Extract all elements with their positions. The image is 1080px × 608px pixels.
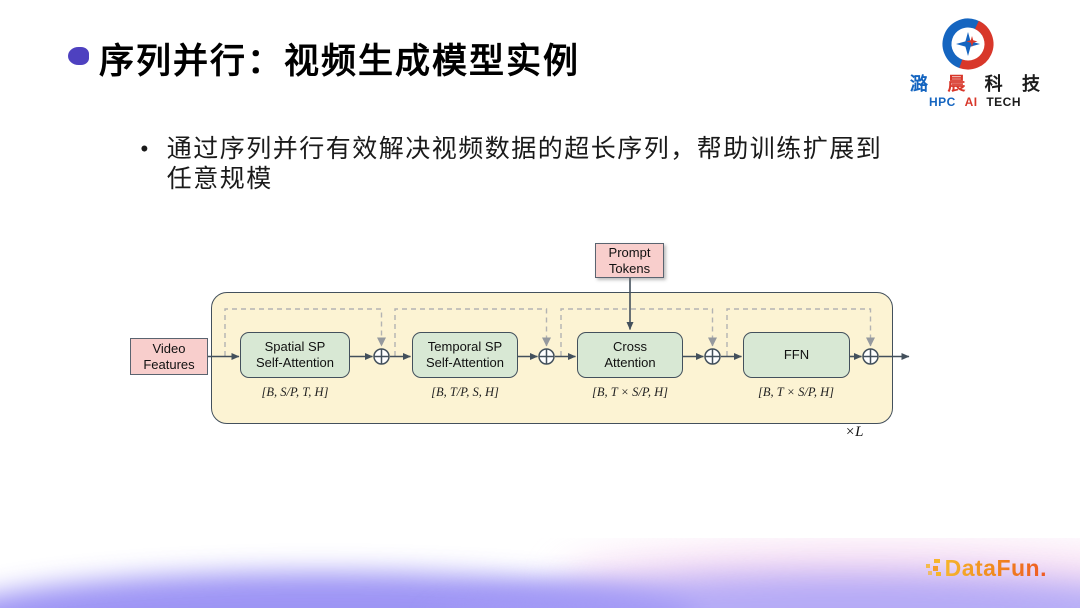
block-ffn: FFN [743, 332, 850, 378]
block-label: Self-Attention [255, 355, 335, 370]
wires [208, 278, 910, 360]
skip-connections [224, 308, 875, 356]
block-label: Cross [613, 339, 647, 354]
prompt-tokens-label-line1: Prompt [608, 244, 651, 260]
page-title: 序列并行：视频生成模型实例 [99, 42, 581, 81]
datafun-dots-icon [925, 559, 941, 576]
block-label: Temporal SP [427, 339, 503, 354]
title-bullet-marker [68, 47, 89, 65]
brand-en-part: HPC [929, 95, 956, 109]
bullet-item: • 通过序列并行有效解决视频数据的超长序列，帮助训练扩展到 任意规模 [140, 135, 882, 195]
footer-wave [0, 538, 1080, 608]
block-label: Self-Attention [425, 355, 505, 370]
block-cross-attention: Cross Attention [577, 332, 683, 378]
brand-cn-char: 潞 [910, 74, 928, 94]
brand-en-part: TECH [986, 95, 1021, 109]
repeat-times-label: ×L [845, 424, 864, 440]
bullet-marker: • [140, 136, 149, 163]
bullet-text-line1: 通过序列并行有效解决视频数据的超长序列，帮助训练扩展到 [166, 136, 883, 163]
block-label: Attention [604, 355, 656, 370]
hpcai-logo-icon [942, 18, 994, 70]
brand-cn-char: 晨 [947, 74, 966, 94]
dims-label-cross: [B, T × S/P, H] [591, 385, 669, 399]
dims-label-temporal: [B, T/P, S, H] [431, 385, 499, 399]
video-features-label-line2: Features [143, 356, 195, 372]
brand-cn-char: 技 [1021, 74, 1040, 94]
video-features-label-line1: Video [152, 340, 186, 356]
block-label: Spatial SP [264, 339, 326, 354]
block-spatial-sp-self-attention: Spatial SP Self-Attention [240, 332, 350, 378]
prompt-tokens-label-line2: Tokens [608, 260, 651, 276]
residual-add-icon [373, 348, 879, 365]
block-temporal-sp-self-attention: Temporal SP Self-Attention [412, 332, 518, 378]
brand-name-cn: 潞 晨 科 技 [910, 74, 1040, 94]
prompt-tokens-box: Prompt Tokens [595, 243, 664, 278]
bullet-text-line2: 任意规模 [166, 166, 273, 193]
block-label: FFN [783, 347, 810, 362]
dims-label-ffn: [B, T × S/P, H] [757, 385, 835, 399]
datafun-logo: DataFun. [925, 555, 1047, 582]
brand-tagline: HPC AI TECH [929, 96, 1021, 109]
brand-en-part: AI [964, 95, 978, 109]
video-features-box: Video Features [130, 338, 208, 375]
brand-cn-char: 科 [984, 74, 1003, 94]
dims-label-spatial: [B, S/P, T, H] [261, 385, 329, 399]
datafun-logo-text: DataFun. [944, 555, 1047, 581]
